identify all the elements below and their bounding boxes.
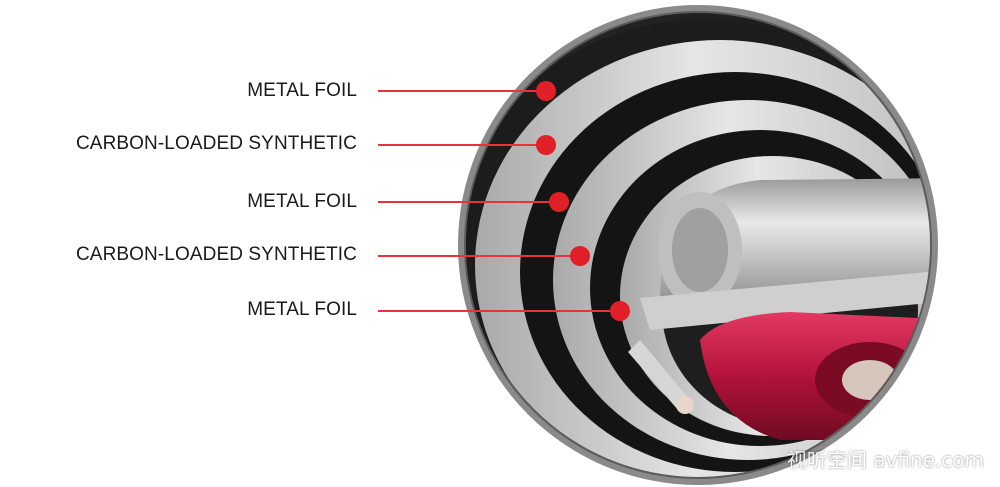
marker-dot-3 (549, 192, 569, 212)
marker-dot-5 (610, 301, 630, 321)
layer-label-carbon-loaded-synthetic-2: CARBON-LOADED SYNTHETIC (75, 244, 357, 265)
watermark: 视听空间 avfine.com (786, 448, 984, 472)
marker-dot-1 (536, 81, 556, 101)
cable-illustration (466, 13, 930, 477)
layer-label-carbon-loaded-synthetic-1: CARBON-LOADED SYNTHETIC (75, 133, 357, 154)
drain-wire (628, 340, 690, 410)
layer-label-metal-foil-3: METAL FOIL (247, 299, 357, 320)
layer-label-metal-foil-1: METAL FOIL (247, 80, 357, 101)
layer-label-metal-foil-2: METAL FOIL (247, 191, 357, 212)
marker-dot-4 (570, 246, 590, 266)
marker-dot-2 (536, 135, 556, 155)
